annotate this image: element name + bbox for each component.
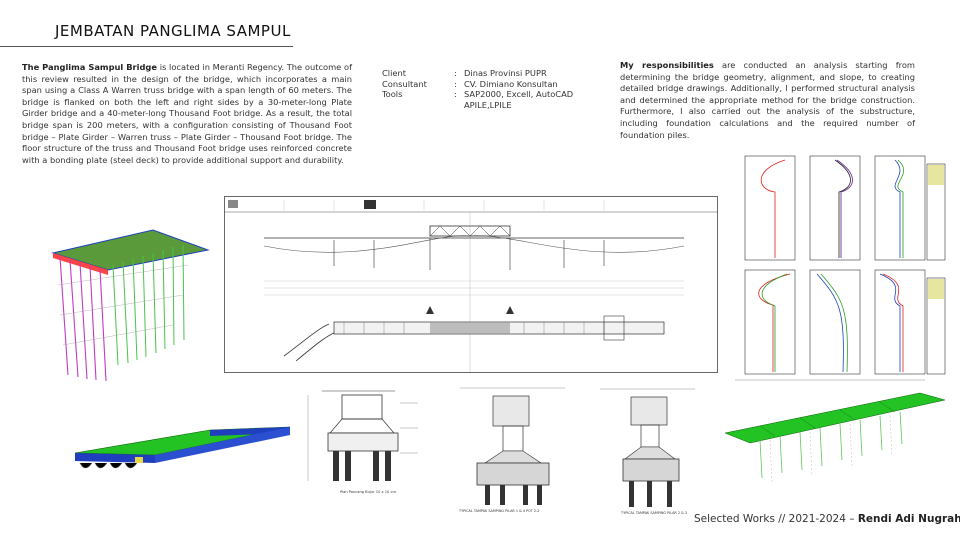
footer-author: Rendi Adi Nugraha [857,513,960,525]
pier-1-4-detail-drawing: TYPICAL TAMPAK SAMPING PILAR 1 & 4 POT 2… [458,387,565,513]
client-row: Client : Dinas Provinsi PUPR [382,68,604,79]
page-title: JEMBATAN PANGLIMA SAMPUL [55,22,291,40]
title-divider [0,46,293,47]
footer-prefix: Selected Works // 2021-2024 – [694,513,858,525]
bridge-description: The Panglima Sampul Bridge is located in… [22,62,352,166]
general-arrangement-drawing [224,196,718,373]
tools-value-line2: APILE,LPILE [464,99,512,110]
consultant-value: CV. Dimiano Konsultan [464,78,558,89]
responsibilities-lead: My responsibilities [620,60,714,70]
consultant-separator: : [454,78,457,89]
bridge-3d-model-image [724,392,946,484]
client-value: Dinas Provinsi PUPR [464,68,547,78]
consultant-label: Consultant [382,78,427,89]
footer-credit: Selected Works // 2021-2024 – Rendi Adi … [694,513,960,525]
pile-cap-detail-drawing: Plan Pancang Bujur 10 x 10 cm [307,390,418,494]
pile-3d-model-image [51,229,210,382]
deck-3d-model-image [74,426,291,469]
tools-value-line1: SAP2000, Excell, AutoCAD [464,89,574,100]
client-label: Client [382,68,407,78]
client-separator: : [454,68,457,78]
tools-label: Tools [382,89,403,100]
responsibilities-body: are conducted an analysis starting from … [620,60,916,140]
description-lead: The Panglima Sampul Bridge [22,62,157,72]
pier-caption-2: TYPICAL TAMPAK SAMPING PILAR 2 & 3 [620,511,687,515]
project-info: Client : Dinas Provinsi PUPR Consultant … [382,68,604,110]
consultant-row: Consultant : CV. Dimiano Konsultan [382,79,604,90]
pier-2-3-detail-drawing: TYPICAL TAMPAK SAMPING PILAR 2 & 3 [600,388,695,515]
pile-caption: Plan Pancang Bujur 10 x 10 cm [340,490,396,494]
lpile-analysis-plots [735,150,950,385]
responsibilities-text: My responsibilities are conducted an ana… [620,60,915,141]
description-body: is located in Meranti Regency. The outco… [22,62,352,165]
pier-caption-1: TYPICAL TAMPAK SAMPING PILAR 1 & 4 POT 2… [458,509,539,513]
tools-separator: : [454,89,457,100]
